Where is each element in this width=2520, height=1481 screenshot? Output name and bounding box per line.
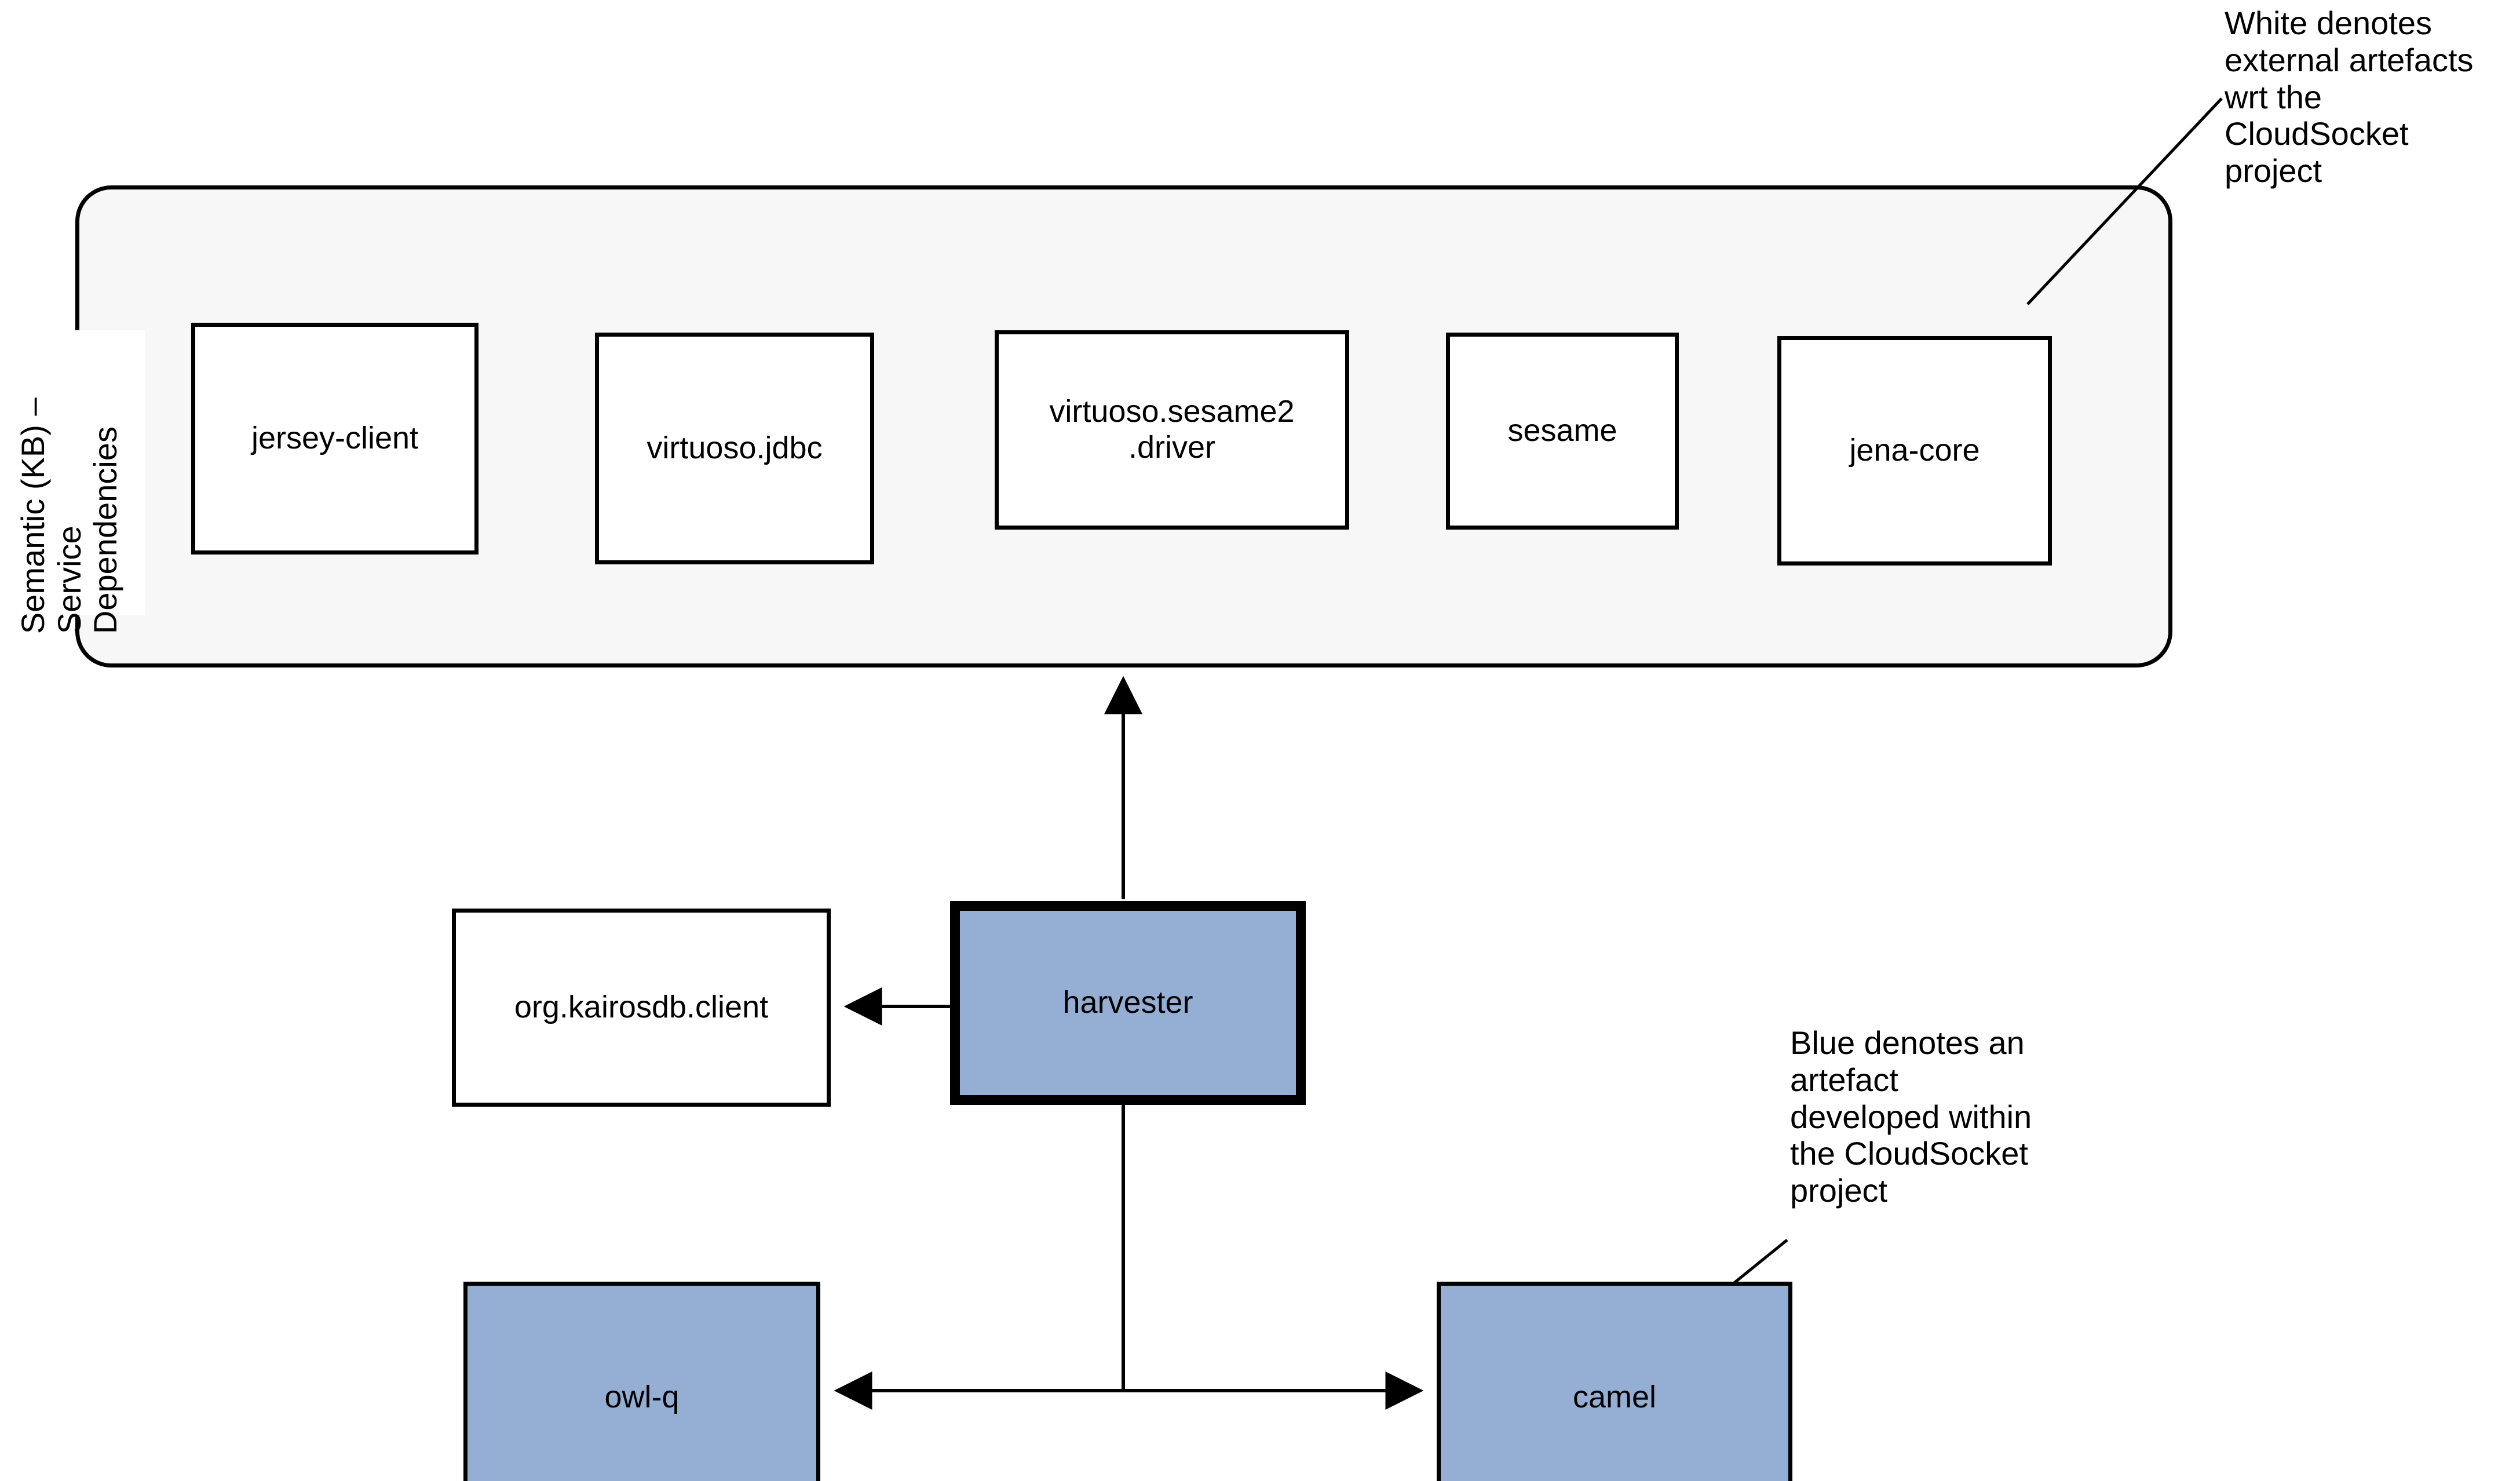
legend-white-artefacts: White denotes external artefacts wrt the… bbox=[2225, 5, 2474, 189]
node-label: virtuoso.jdbc bbox=[647, 431, 823, 466]
node-org-kairosdb-client[interactable]: org.kairosdb.client bbox=[452, 909, 831, 1107]
node-jena-core[interactable]: jena-core bbox=[1777, 336, 2052, 566]
node-virtuoso-sesame2-driver[interactable]: virtuoso.sesame2 .driver bbox=[995, 330, 1349, 530]
node-label: owl-q bbox=[604, 1380, 680, 1415]
node-label: org.kairosdb.client bbox=[514, 990, 769, 1025]
node-sesame[interactable]: sesame bbox=[1446, 333, 1679, 530]
node-owl-q[interactable]: owl-q bbox=[463, 1282, 820, 1481]
group-label: Semantic (KB) – Service Dependencies bbox=[14, 397, 124, 634]
group-label-backdrop bbox=[0, 330, 145, 615]
node-label: jena-core bbox=[1849, 433, 1980, 468]
node-label: camel bbox=[1572, 1380, 1657, 1415]
node-camel[interactable]: camel bbox=[1437, 1282, 1792, 1481]
node-label: harvester bbox=[1062, 985, 1193, 1020]
node-virtuoso-jdbc[interactable]: virtuoso.jdbc bbox=[595, 333, 874, 564]
legend-blue-artefacts: Blue denotes an artefact developed withi… bbox=[1790, 1024, 2032, 1209]
node-harvester[interactable]: harvester bbox=[950, 901, 1306, 1105]
node-label: virtuoso.sesame2 .driver bbox=[1049, 394, 1295, 465]
node-label: jersey-client bbox=[251, 421, 419, 456]
node-label: sesame bbox=[1507, 413, 1617, 448]
node-jersey-client[interactable]: jersey-client bbox=[191, 323, 479, 555]
